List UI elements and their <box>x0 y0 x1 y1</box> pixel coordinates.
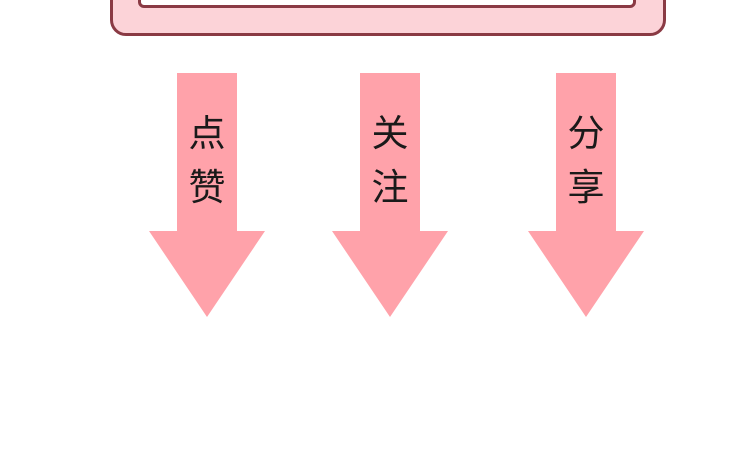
like-arrow[interactable]: 点 赞 <box>149 73 265 317</box>
down-arrow-icon <box>528 73 644 317</box>
down-arrow-icon <box>332 73 448 317</box>
follow-char-1: 关 <box>371 112 409 155</box>
like-char-2: 赞 <box>188 166 226 209</box>
share-char-1: 分 <box>567 112 605 155</box>
share-label: 分 享 <box>556 107 616 215</box>
top-banner-inner-panel <box>138 0 636 8</box>
follow-label: 关 注 <box>360 107 420 215</box>
down-arrow-icon <box>149 73 265 317</box>
arrow-shape <box>528 73 644 317</box>
share-arrow[interactable]: 分 享 <box>528 73 644 317</box>
share-char-2: 享 <box>567 166 605 209</box>
follow-char-2: 注 <box>371 166 409 209</box>
follow-arrow[interactable]: 关 注 <box>332 73 448 317</box>
arrow-shape <box>332 73 448 317</box>
arrow-shape <box>149 73 265 317</box>
like-label: 点 赞 <box>177 107 237 215</box>
like-char-1: 点 <box>188 112 226 155</box>
